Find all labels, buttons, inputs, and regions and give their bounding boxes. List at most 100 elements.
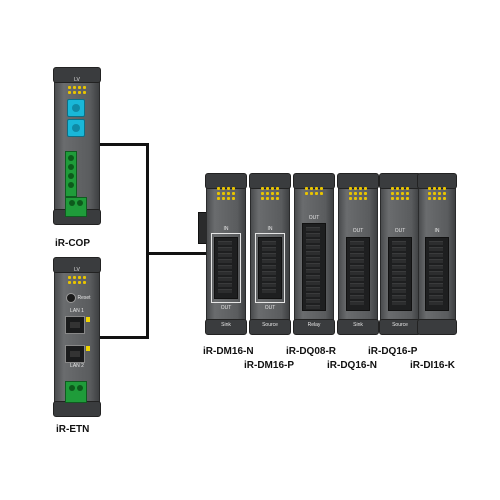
terminal-pin [262,241,276,245]
module-bottom-cap [249,319,291,335]
terminal-pin [350,265,364,269]
io-module-dm16-p: IN OUT Source [249,173,291,335]
module-bottom-label: Source [262,322,278,328]
module-bottom-label: Sink [353,322,363,328]
module-bottom-cap [205,319,247,335]
ir-etn-module: LV Reset LAN 1 LAN 2 [53,257,101,417]
module-bottom-cap [417,319,457,335]
module-top-label: OUT [394,228,406,234]
terminal-pin [429,265,443,269]
lan2-port-icon [65,345,85,363]
module-top-label: IN [434,228,440,234]
terminal-pin [429,271,443,275]
dq16-n-label: iR-DQ16-N [327,360,378,371]
status-leds [391,187,409,200]
module-top-cap [293,173,335,189]
ir-cop-label: iR-COP [55,238,90,249]
io-module-di16-k: IN [417,173,457,335]
di16-k-label: iR-DI16-K [410,360,456,371]
terminal-pin [306,257,320,261]
terminal-pin [392,247,406,251]
io-module-dq16-n: OUT Sink [337,173,379,335]
terminal-pin [350,283,364,287]
terminal-pin [306,275,320,279]
module-bottom-label: Source [392,322,408,328]
terminal-pin [306,293,320,297]
terminal-pin [218,241,232,245]
terminal-pin [350,241,364,245]
rotary-switch-icon [67,119,85,137]
can-terminal-block [65,151,77,197]
terminal-pin [392,265,406,269]
terminal-panel [258,237,282,299]
terminal-pin [429,253,443,257]
terminal-pin [392,277,406,281]
io-module-dq16-p: OUT Source [379,173,421,335]
ir-etn-label: iR-ETN [56,424,90,435]
terminal-pin [306,287,320,291]
module-top-label: IN [223,226,229,232]
module-top-label: OUT [308,215,320,221]
reset-label: Reset [77,295,91,301]
terminal-pin [262,247,276,251]
terminal-pin [392,301,406,305]
dq16-p-label: iR-DQ16-P [368,346,418,357]
status-leds [261,187,279,200]
module-top-label: OUT [352,228,364,234]
dq08-r-label: iR-DQ08-R [286,346,337,357]
status-leds [349,187,367,200]
terminal-pin [392,253,406,257]
terminal-pin [262,253,276,257]
terminal-pin [392,295,406,299]
cable-vertical-trunk [146,143,149,339]
terminal-pin [262,277,276,281]
terminal-pin [429,295,443,299]
cable-cop-horizontal [100,143,148,146]
terminal-pin [350,247,364,251]
module-top-cap [337,173,379,189]
led-label: LV [74,77,80,83]
terminal-pin [306,245,320,249]
status-leds [68,276,86,284]
status-leds [305,187,323,195]
terminal-pin [306,305,320,309]
terminal-pin [306,227,320,231]
terminal-pin [350,289,364,293]
terminal-panel [214,237,238,299]
lan1-led [86,317,90,322]
lan2-label: LAN 2 [70,363,84,369]
terminal-pin [392,289,406,293]
terminal-pin [262,271,276,275]
cable-to-io-rack [146,252,206,255]
lan2-led [86,346,90,351]
terminal-pin [262,289,276,293]
terminal-pin [429,289,443,293]
terminal-panel [425,237,449,311]
terminal-pin [218,259,232,263]
terminal-pin [306,263,320,267]
terminal-pin [429,241,443,245]
terminal-pin [392,241,406,245]
terminal-pin [262,259,276,263]
module-bottom-cap [53,401,101,417]
module-top-cap [249,173,291,189]
terminal-pin [429,301,443,305]
terminal-pin [429,259,443,263]
terminal-pin [262,283,276,287]
module-bottom-label: Relay [307,322,321,328]
module-bottom-cap [293,319,335,335]
terminal-pin [350,295,364,299]
module-top-cap [417,173,457,189]
io-module-dq08-r: OUT Relay [293,173,335,335]
terminal-pin [306,233,320,237]
status-leds [68,86,86,94]
terminal-pin [306,299,320,303]
cable-etn-horizontal [100,336,148,339]
terminal-pin [350,301,364,305]
module-top-cap [53,257,101,273]
module-mid-label: OUT [220,305,232,311]
terminal-pin [218,253,232,257]
terminal-pin [218,283,232,287]
terminal-pin [392,271,406,275]
